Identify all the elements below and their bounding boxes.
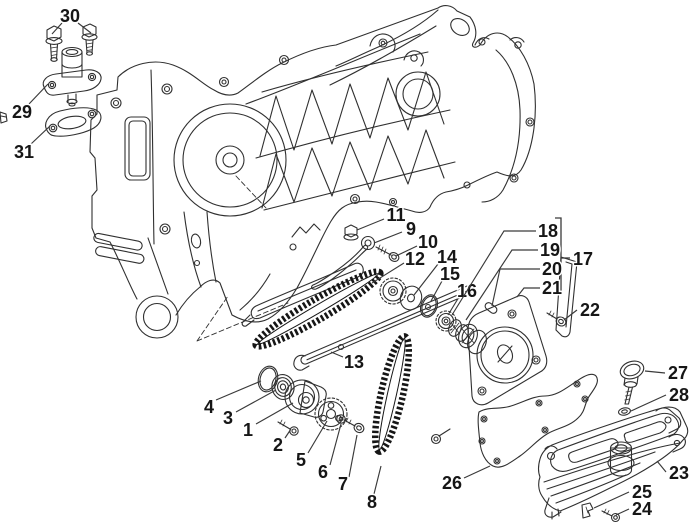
cam-chain-12 [252, 268, 384, 350]
leader-line-16 [447, 296, 460, 316]
leader-line-19 [465, 249, 538, 321]
callout-12: 12 [405, 249, 425, 269]
leader-line-14 [413, 263, 439, 296]
callout-10: 10 [418, 232, 438, 252]
callout-8: 8 [367, 492, 377, 512]
callout-2: 2 [273, 435, 283, 455]
leader-line-26 [463, 465, 491, 479]
case-bracket-strip [555, 256, 578, 338]
leader-line-29 [28, 83, 49, 105]
oil-pump-1 [284, 379, 327, 418]
oil-pump-chain-8 [371, 333, 413, 455]
callout-19: 19 [540, 240, 560, 260]
leader-line-21 [516, 287, 540, 298]
callout-25: 25 [632, 482, 652, 502]
callout-30: 30 [60, 6, 80, 26]
callout-26: 26 [442, 473, 462, 493]
chain-guide-upper [241, 262, 364, 327]
leader-line-12 [371, 262, 405, 284]
leader-line-27 [644, 370, 666, 374]
group-bracket-17 [555, 217, 562, 294]
leader-line-3 [235, 389, 277, 413]
leader-line-13 [330, 351, 344, 358]
callout-13: 13 [344, 352, 364, 372]
callout-27: 27 [668, 363, 688, 383]
edge-bolt [0, 111, 8, 124]
callout-3: 3 [223, 408, 233, 428]
callout-29: 29 [12, 102, 32, 122]
leader-line-22 [563, 309, 578, 321]
cover-bolt-22 [546, 310, 567, 327]
oil-sump-23 [537, 406, 689, 520]
tensioner-roller-11 [343, 224, 359, 241]
callout-17: 17 [573, 249, 593, 269]
leader-line-15 [430, 280, 443, 302]
dipstick-27 [619, 360, 645, 405]
callout-24: 24 [632, 499, 652, 519]
leader-line-8 [373, 465, 382, 495]
leader-line-20 [491, 268, 540, 307]
callout-18: 18 [538, 221, 558, 241]
support-gasket-31 [45, 107, 102, 137]
spring-plate-3 [271, 374, 295, 400]
pump-bolt-2 [277, 419, 299, 436]
tensioner-bolt-10 [375, 244, 400, 262]
pump-cover-21 [467, 295, 548, 406]
leader-line-18 [451, 230, 536, 316]
screw-24 [601, 508, 621, 523]
callout-28: 28 [669, 385, 689, 405]
leader-line-28 [630, 394, 667, 412]
callout-9: 9 [406, 219, 416, 239]
callout-4: 4 [204, 397, 214, 417]
callout-20: 20 [542, 259, 562, 279]
mount-bolts-30 [45, 23, 98, 62]
oring-15 [419, 294, 439, 318]
callout-1: 1 [243, 420, 253, 440]
pump-support-29 [42, 46, 102, 107]
leader-line-30 [77, 22, 92, 34]
clip-25 [581, 502, 594, 519]
callout-22: 22 [580, 300, 600, 320]
leader-line-9 [373, 231, 403, 244]
callout-6: 6 [318, 462, 328, 482]
callout-21: 21 [542, 278, 562, 298]
callout-7: 7 [338, 474, 348, 494]
gasket-26 [477, 373, 598, 468]
callout-31: 31 [14, 142, 34, 162]
dowel-20 [484, 302, 498, 314]
sprocket-bolt-7 [343, 417, 365, 434]
callout-15: 15 [440, 264, 460, 284]
leader-line-1 [255, 402, 294, 425]
leader-line-31 [30, 125, 51, 145]
callout-5: 5 [296, 450, 306, 470]
callout-11: 11 [386, 205, 405, 225]
leader-line-11 [356, 218, 385, 231]
oring-4 [257, 365, 279, 393]
leader-line-2 [284, 428, 292, 439]
leader-line-30 [51, 22, 63, 35]
callout-23: 23 [669, 463, 689, 483]
washer-14 [399, 285, 423, 311]
small-bolt [430, 428, 451, 445]
leader-line-23 [656, 460, 667, 473]
leader-line-4 [215, 380, 262, 401]
leader-line-10 [395, 245, 418, 257]
leader-line-25 [593, 491, 630, 509]
pump-sprocket-5 [314, 397, 348, 431]
leader-line-6 [329, 423, 342, 466]
washer-28 [618, 407, 631, 416]
washer-6 [336, 414, 346, 424]
chain-guide-13 [293, 285, 473, 371]
bearing-19 [458, 323, 487, 355]
leader-line-5 [307, 420, 328, 454]
crankcase [89, 5, 536, 342]
leader-line-24 [615, 508, 630, 516]
leader-line-7 [348, 434, 358, 478]
drive-sprocket [379, 277, 407, 305]
callout-14: 14 [437, 247, 457, 267]
